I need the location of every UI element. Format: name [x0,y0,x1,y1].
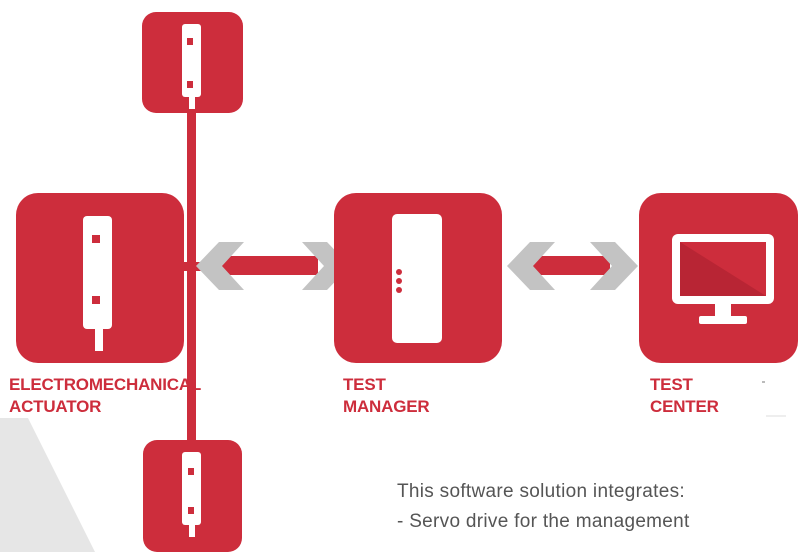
label-line: CENTER [650,397,719,416]
actuator-icon [182,452,201,537]
speck [762,381,765,383]
label-line: MANAGER [343,397,430,416]
test-manager-tile [334,193,502,363]
description-text: This software solution integrates: - Ser… [397,477,690,537]
actuator-tile-top [142,12,243,113]
actuator-icon [182,24,201,109]
label-line: TEST [343,375,386,394]
label-test-center: TEST CENTER [650,374,719,418]
monitor-icon [672,234,774,324]
double-arrow-actuator-manager [196,242,350,290]
controller-unit-icon [392,214,442,343]
speck [766,415,786,417]
decorative-gray-shape [0,418,95,552]
actuator-tile-main [16,193,184,363]
label-electromechanical-actuator: ELECTROMECHANICAL ACTUATOR [9,374,201,418]
actuator-icon [83,216,112,351]
actuator-tile-bottom [143,440,242,552]
label-line: ACTUATOR [9,397,102,416]
label-line: ELECTROMECHANICAL [9,375,202,394]
description-line: - Servo drive for the management [397,511,690,532]
description-line: This software solution integrates: [397,481,685,502]
label-test-manager: TEST MANAGER [343,374,430,418]
test-center-tile [639,193,798,363]
vertical-bus-line [187,98,196,448]
label-line: TEST [650,375,693,394]
double-arrow-manager-center [507,242,638,290]
